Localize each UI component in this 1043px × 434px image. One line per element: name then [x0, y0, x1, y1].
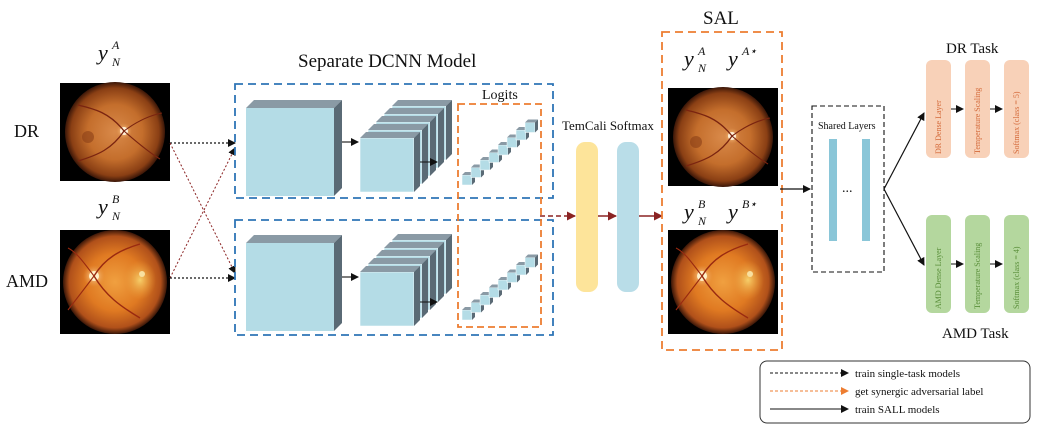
conv-block-top-1: [246, 100, 342, 196]
amd-fundus-image: [59, 229, 171, 335]
svg-text:y: y: [682, 199, 694, 224]
dr-to-bottom-arrow: [169, 142, 236, 274]
svg-text:y: y: [726, 46, 738, 71]
conv-stack-bottom: [359, 233, 453, 327]
svg-text:A: A: [697, 44, 706, 58]
shared-layers-title: Shared Layers: [818, 121, 876, 132]
legend-item-single-task: train single-task models: [855, 368, 960, 380]
legend-item-synergic: get synergic adversarial label: [855, 386, 983, 398]
logit-cube: [524, 254, 539, 268]
svg-text:A⋆: A⋆: [741, 44, 757, 58]
svg-text:y: y: [726, 199, 738, 224]
shared-to-dr-arrow: [883, 112, 925, 190]
svg-text:N: N: [697, 61, 707, 75]
dr-label: DR: [14, 121, 39, 141]
sal-box: [661, 31, 783, 351]
dr-temperature-block: [965, 60, 990, 158]
dr-task-blocks: DR Dense Layer Temperature Scaling Softm…: [926, 60, 1029, 158]
svg-text:N: N: [697, 214, 707, 228]
svg-text:y: y: [96, 40, 108, 65]
shared-to-amd-arrow: [883, 188, 925, 266]
legend-box: [759, 360, 1031, 424]
svg-text:A: A: [111, 38, 120, 52]
legend: train single-task models get synergic ad…: [759, 360, 1031, 424]
dcnn-bottom-box: [234, 219, 554, 336]
amd-dense-layer-block: [926, 215, 951, 313]
math-label-ynb: y B N: [96, 192, 121, 223]
dr-softmax-label: Softmax (class = 5): [1012, 91, 1021, 154]
legend-item-sall: train SALL models: [855, 404, 940, 416]
temcali-blue-bar: [617, 142, 639, 292]
dcnn-top-box: [234, 83, 554, 199]
dr-task-title: DR Task: [946, 41, 999, 57]
shared-layer-bar-2: [862, 139, 870, 241]
math-label-ynb-yb-star: y B N y B⋆: [682, 197, 757, 228]
svg-text:y: y: [96, 194, 108, 219]
shared-layers-ellipsis: ...: [842, 181, 853, 196]
amd-softmax-label: Softmax (class = 4): [1012, 246, 1021, 309]
logits-box: [457, 103, 542, 328]
dr-temperature-label: Temperature Scaling: [973, 88, 982, 154]
conv-block-bottom-1: [246, 235, 342, 331]
math-label-yna: y A N: [96, 38, 121, 69]
svg-text:y: y: [682, 46, 694, 71]
sal-dr-fundus-image: [667, 86, 779, 188]
svg-text:B: B: [112, 192, 120, 206]
svg-text:N: N: [111, 55, 121, 69]
dr-softmax-block: [1004, 60, 1029, 158]
amd-to-top-arrow: [169, 147, 236, 279]
dcnn-title: Separate DCNN Model: [298, 51, 476, 72]
svg-text:B: B: [698, 197, 706, 211]
logits-chain-bottom: [461, 254, 539, 321]
logits-label: Logits: [482, 88, 518, 103]
amd-temperature-block: [965, 215, 990, 313]
amd-task-title: AMD Task: [942, 326, 1009, 342]
dr-fundus-image: [59, 81, 171, 183]
sal-title: SAL: [703, 8, 739, 29]
logits-chain-top: [461, 119, 539, 186]
amd-temperature-label: Temperature Scaling: [973, 243, 982, 309]
input-connections: [169, 139, 236, 282]
dr-dense-layer-label: DR Dense Layer: [934, 100, 943, 154]
math-label-yna-ya-star: y A N y A⋆: [682, 44, 757, 75]
svg-text:B⋆: B⋆: [742, 197, 757, 211]
dr-dense-layer-block: [926, 60, 951, 158]
sal-amd-fundus-image: [667, 229, 779, 335]
amd-task-blocks: AMD Dense Layer Temperature Scaling Soft…: [926, 215, 1029, 313]
temcali-label: TemCali Softmax: [562, 118, 654, 133]
shared-layer-bar-1: [829, 139, 837, 241]
amd-softmax-block: [1004, 215, 1029, 313]
conv-stack-top: [359, 99, 453, 193]
amd-dense-layer-label: AMD Dense Layer: [934, 247, 943, 309]
logit-cube: [524, 119, 539, 133]
temcali-yellow-bar: [576, 142, 598, 292]
svg-text:N: N: [111, 209, 121, 223]
amd-label: AMD: [6, 271, 48, 291]
